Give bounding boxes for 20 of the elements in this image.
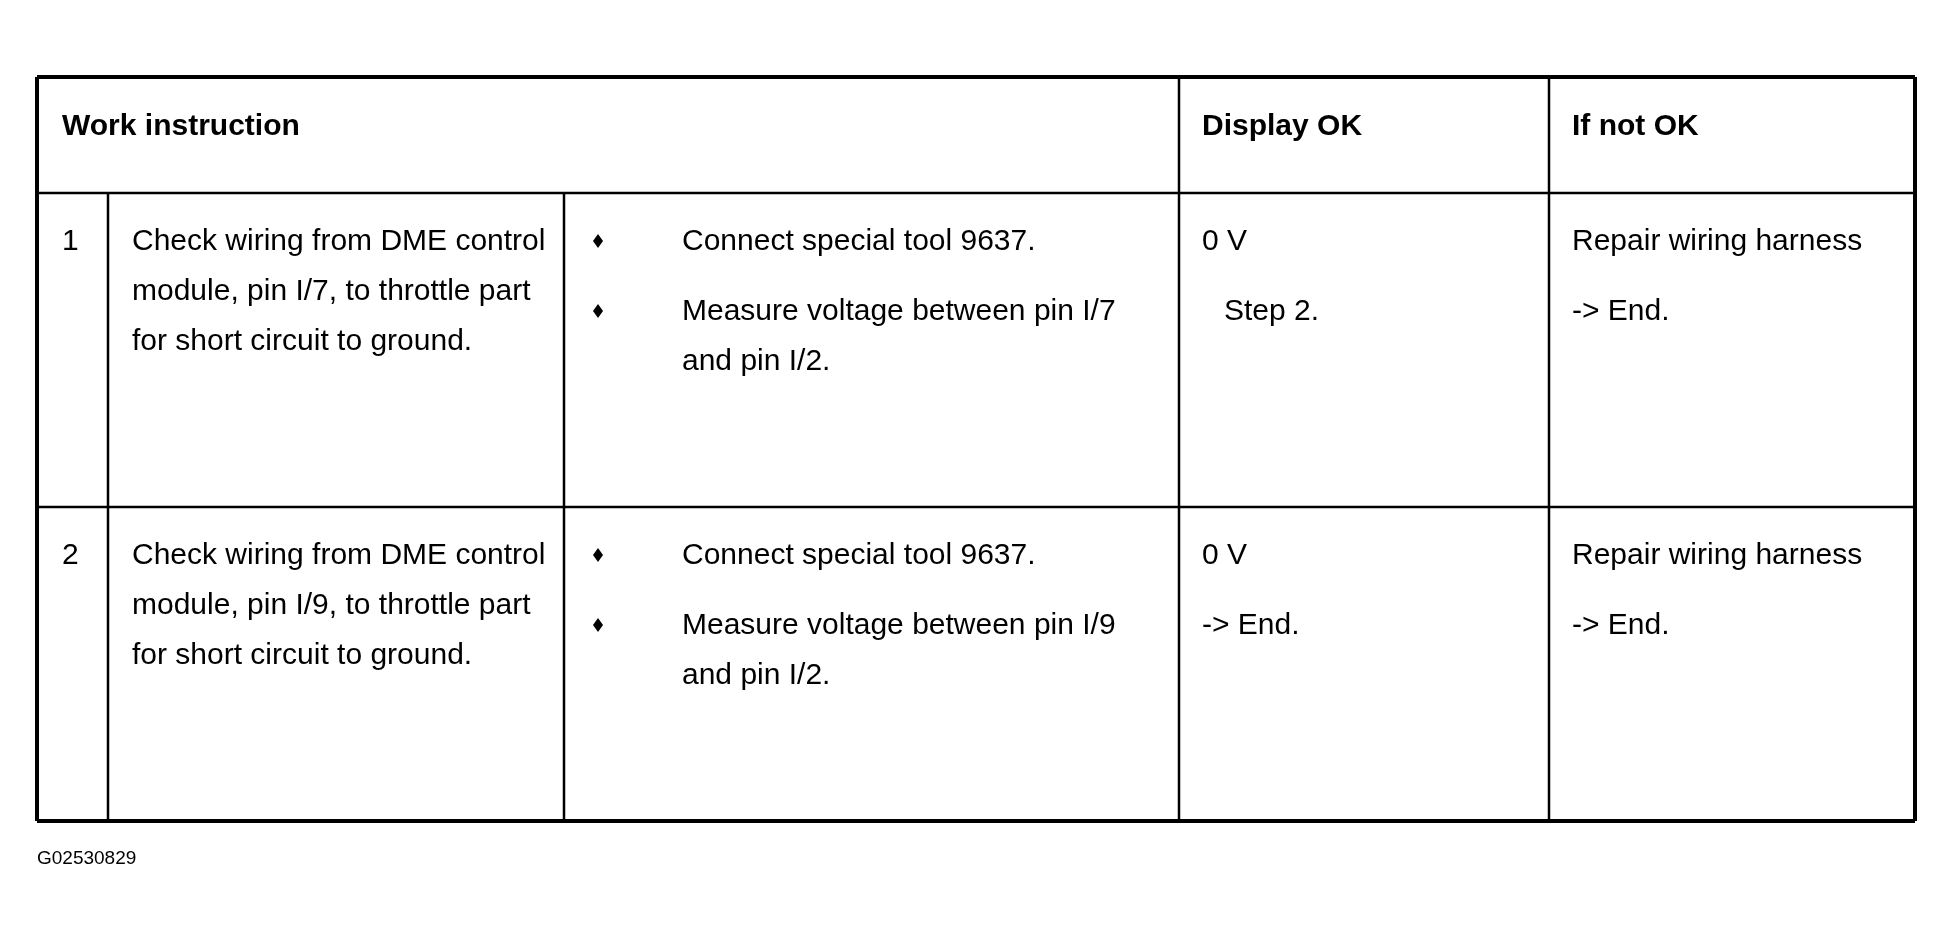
display-value: 0 V	[1202, 536, 1248, 572]
display-value: 0 V	[1202, 222, 1248, 258]
instruction-bullet: Measure voltage between pin I/9 and pin I/2.	[682, 606, 1117, 692]
column-header: Work instruction	[62, 107, 300, 143]
instruction-text: Check wiring from DME control module, pin I/7, to throttle part for short circuit to ground.	[132, 222, 547, 358]
step-number: 2	[62, 536, 79, 572]
column-header: If not OK	[1572, 107, 1699, 143]
remedy-text: Repair wiring harness	[1572, 536, 1863, 572]
step-number: 1	[62, 222, 79, 258]
instruction-bullet: Measure voltage between pin I/7 and pin I/2.	[682, 292, 1117, 378]
next-action: -> End.	[1572, 606, 1670, 642]
figure-code: G02530829	[37, 846, 137, 870]
next-action: -> End.	[1202, 606, 1300, 642]
next-action: Step 2.	[1224, 292, 1320, 328]
remedy-text: Repair wiring harness	[1572, 222, 1863, 258]
instruction-text: Check wiring from DME control module, pin I/9, to throttle part for short circuit to ground.	[132, 536, 547, 672]
column-header: Display OK	[1202, 107, 1363, 143]
instruction-bullet: Connect special tool 9637.	[682, 222, 1036, 258]
next-action: -> End.	[1572, 292, 1670, 328]
instruction-bullet: Connect special tool 9637.	[682, 536, 1036, 572]
